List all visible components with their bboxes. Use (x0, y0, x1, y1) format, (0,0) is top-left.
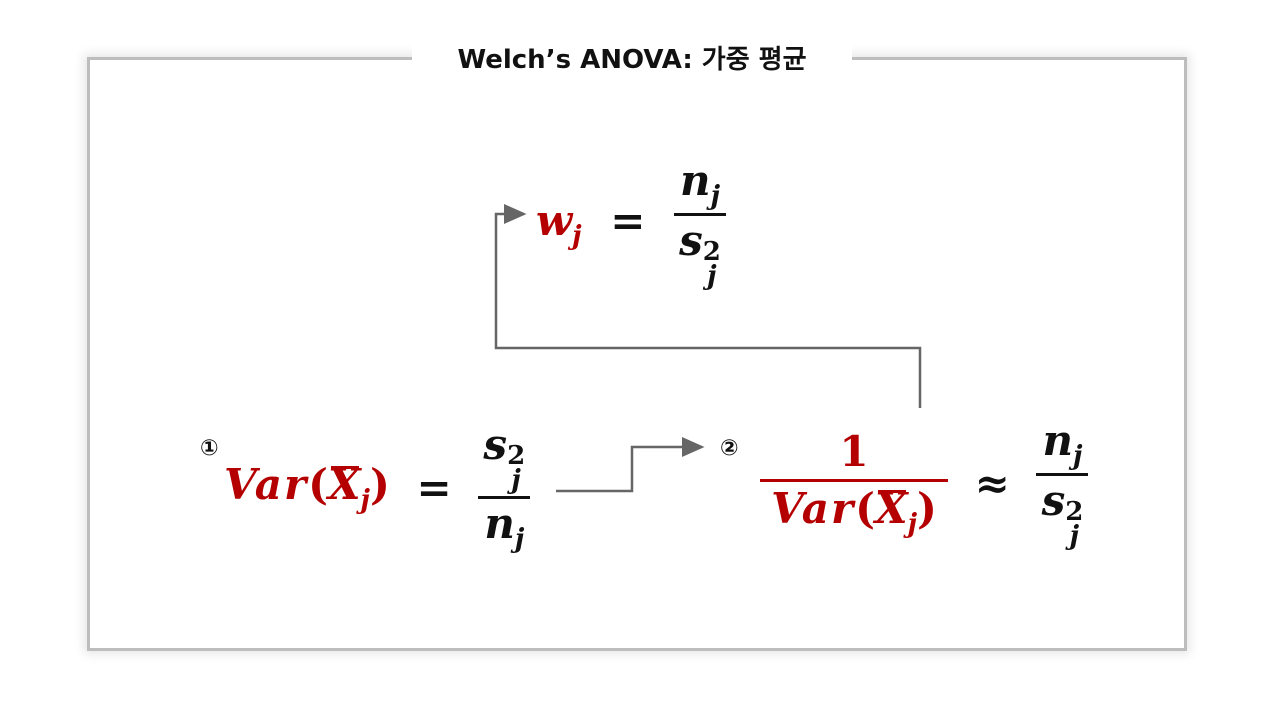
weight-symbol: w (536, 196, 573, 246)
approx-numerator: nj (1042, 416, 1083, 472)
fraction-bar (674, 213, 727, 217)
weight-subscript: j (572, 221, 582, 252)
inverse-numerator: 1 (839, 427, 869, 477)
connector-step2-to-weight (494, 204, 922, 408)
diagram-title: Welch’s ANOVA: 가중 평균 (457, 45, 807, 75)
approx-sign: ≈ (974, 459, 1010, 509)
title-background (412, 38, 852, 82)
variance-expression: Var(Xj) (224, 459, 390, 515)
weight-lhs: wj (536, 196, 596, 250)
inverse-denominator: Var(Xj) (771, 484, 937, 540)
inverse-variance-fraction: 1 Var(Xj) (760, 431, 948, 537)
connector-step1-to-step2 (556, 437, 705, 493)
equals-sign: = (610, 196, 646, 246)
weight-numerator: nj (680, 156, 721, 212)
equals-sign: = (416, 463, 452, 513)
step2-marker: ② (720, 436, 739, 461)
step1-marker: ① (200, 436, 219, 461)
fraction-bar (478, 496, 531, 500)
variance-denominator: nj (484, 499, 525, 555)
fraction-bar (760, 479, 948, 483)
fraction-bar (1036, 473, 1089, 477)
